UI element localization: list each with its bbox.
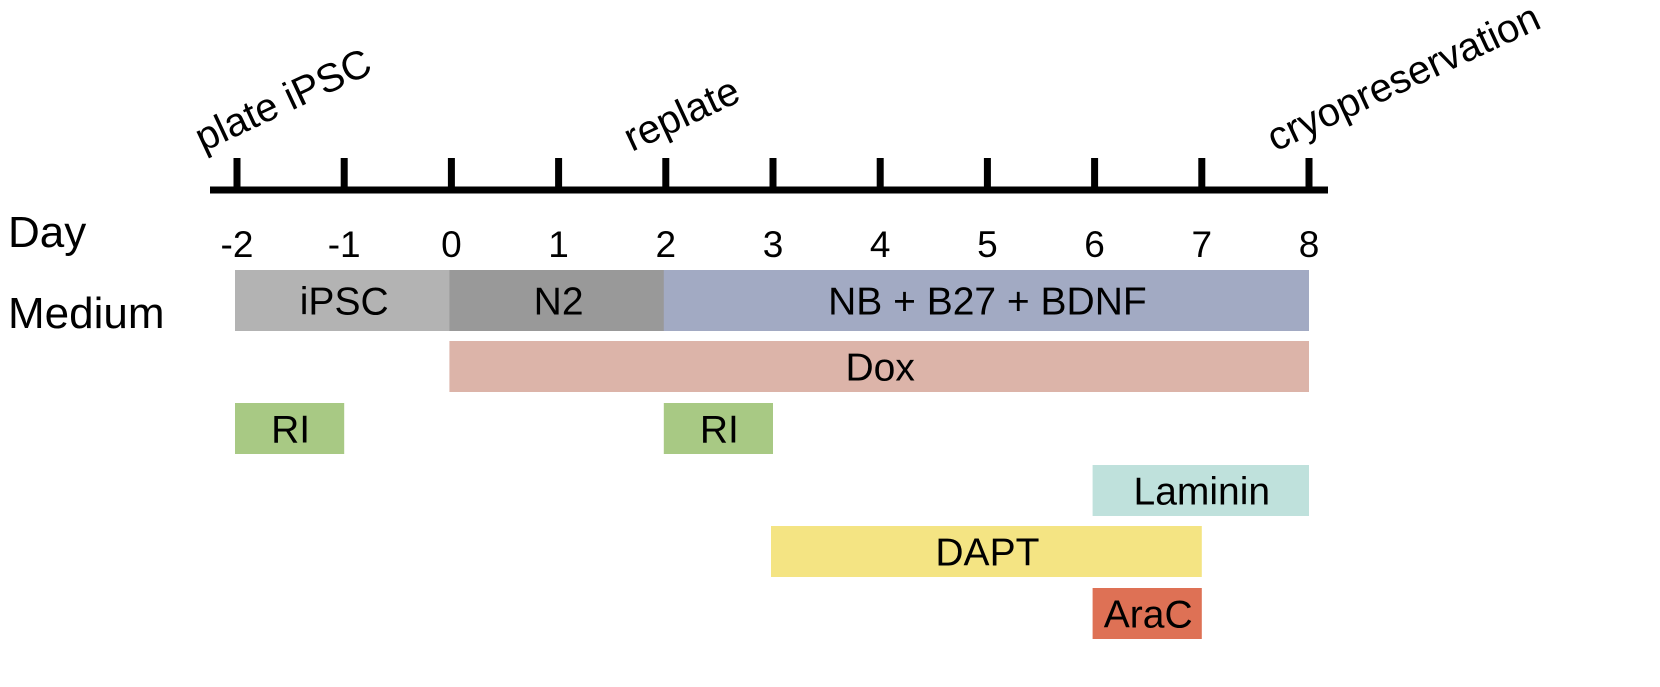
- bar-label: AraC: [1104, 594, 1193, 637]
- tick-label: -1: [328, 224, 361, 265]
- tick-label: 4: [870, 224, 891, 265]
- bar-rect: [663, 403, 773, 454]
- bar-label: NB + B27 + BDNF: [828, 281, 1147, 324]
- tick-label: 5: [977, 224, 998, 265]
- treatment-bar: RI: [663, 403, 773, 454]
- treatment-bar: iPSC: [235, 270, 452, 331]
- tick-label: 3: [763, 224, 784, 265]
- event-label: plate iPSC: [188, 40, 378, 160]
- bar-label: DAPT: [935, 532, 1039, 575]
- day-row-label: Day: [8, 208, 86, 257]
- tick-label: 6: [1084, 224, 1105, 265]
- bar-label: RI: [700, 409, 739, 452]
- bar-label: Laminin: [1134, 471, 1271, 514]
- treatment-bar: AraC: [1092, 588, 1202, 639]
- event-labels: plate iPSC replate cryopreservation: [188, 0, 1547, 160]
- treatment-bar: Laminin: [1092, 465, 1309, 516]
- tick-label: 1: [548, 224, 569, 265]
- bar-label: RI: [271, 409, 310, 452]
- day-axis: [210, 158, 1328, 194]
- treatment-bar: DAPT: [771, 526, 1202, 577]
- tick-label: 8: [1299, 224, 1320, 265]
- treatment-bar: NB + B27 + BDNF: [663, 270, 1309, 331]
- bar-rect: [235, 403, 345, 454]
- bar-label: N2: [534, 281, 584, 324]
- event-label: cryopreservation: [1260, 0, 1547, 160]
- bar-rect: [1092, 588, 1202, 639]
- bar-rect: [1092, 465, 1309, 516]
- bar-rect: [449, 341, 1309, 392]
- tick-labels: -2 -1 0 1 2 3 4 5 6 7 8: [221, 224, 1320, 265]
- bar-rect: [235, 270, 452, 331]
- bar-rect: [449, 270, 666, 331]
- medium-row-label: Medium: [8, 289, 165, 338]
- bar-label: iPSC: [300, 281, 389, 324]
- tick-label: -2: [221, 224, 254, 265]
- bar-rect: [663, 270, 1309, 331]
- event-label: replate: [617, 69, 746, 161]
- tick-label: 7: [1192, 224, 1213, 265]
- tick-label: 0: [441, 224, 462, 265]
- treatment-bar: RI: [235, 403, 345, 454]
- bar-label: Dox: [846, 347, 916, 390]
- treatment-bar: N2: [449, 270, 666, 331]
- tick-label: 2: [656, 224, 677, 265]
- treatment-bar: Dox: [449, 341, 1309, 392]
- bar-rect: [771, 526, 1202, 577]
